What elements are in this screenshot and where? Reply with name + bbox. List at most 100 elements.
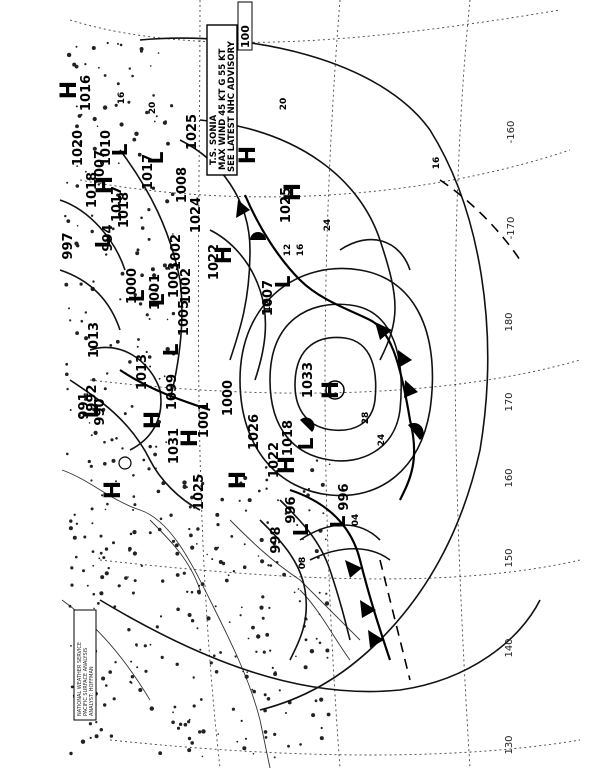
pressure-label: 1018: [85, 172, 100, 208]
station-dot: [148, 531, 152, 535]
station-dot: [76, 244, 80, 248]
station-dot: [152, 94, 155, 97]
longitude-label: -160: [506, 121, 517, 144]
station-dot: [70, 583, 74, 587]
advisory-line-3: SEE LATEST NHC ADVISORY: [227, 40, 237, 172]
station-dot: [116, 82, 120, 86]
station-dot: [133, 579, 137, 583]
station-dot: [215, 512, 220, 517]
station-dot: [217, 546, 220, 549]
station-dot: [155, 115, 158, 118]
station-dot: [76, 165, 79, 168]
station-dot: [314, 549, 319, 554]
advisory-pressure: 100: [239, 25, 252, 48]
high-pressure-symbol: H: [275, 456, 300, 474]
station-dot: [75, 45, 78, 48]
station-dot: [247, 637, 250, 640]
pressure-label: 1018: [281, 420, 296, 456]
station-dot: [98, 557, 101, 560]
station-dot: [64, 214, 67, 218]
station-dot: [244, 509, 248, 512]
station-dot: [75, 184, 80, 188]
station-dot: [324, 601, 330, 606]
station-dot: [101, 407, 106, 412]
station-dot: [166, 318, 169, 321]
station-dot: [268, 606, 271, 610]
info-line-1: NATIONAL WEATHER SERVICE: [77, 642, 83, 716]
contour-label: 16: [117, 92, 127, 105]
station-dot: [132, 551, 137, 556]
station-dot: [170, 104, 174, 108]
station-dot: [257, 489, 261, 493]
station-dot: [201, 755, 204, 758]
station-dot: [315, 637, 318, 640]
station-dot: [138, 688, 143, 692]
contour-label: 20: [148, 102, 158, 115]
station-dot: [103, 703, 107, 707]
station-dot: [130, 405, 134, 408]
station-dot: [264, 466, 268, 469]
station-dot: [103, 440, 106, 444]
station-dot: [259, 537, 264, 543]
station-dot: [230, 484, 234, 488]
low-pressure-symbol: L: [289, 523, 313, 536]
station-dot: [120, 193, 124, 196]
station-dot: [101, 676, 106, 681]
station-dot: [93, 607, 95, 610]
contour-label: 12: [263, 300, 273, 313]
station-dot: [104, 571, 109, 576]
pressure-label: 1026: [247, 414, 262, 450]
station-dot: [217, 733, 219, 735]
station-dot: [265, 478, 269, 482]
station-dot: [262, 650, 266, 654]
station-dot: [201, 729, 206, 734]
station-dot: [261, 616, 265, 620]
station-dot: [99, 728, 104, 732]
station-dot: [273, 672, 278, 676]
high-pressure-symbol: H: [236, 146, 261, 164]
station-dot: [234, 655, 237, 658]
station-dot: [102, 105, 108, 110]
tropical-storm-advisory: T.S. SONIA MAX WIND 45 KT G 55 KT SEE LA…: [206, 1, 253, 176]
station-dot: [242, 670, 244, 673]
station-dot: [104, 547, 109, 551]
station-dot: [83, 393, 87, 396]
station-dot: [232, 570, 236, 573]
station-dot: [166, 141, 170, 146]
station-dot: [88, 88, 91, 92]
cold-front-barbs: [236, 200, 418, 648]
high-pressure-symbol: H: [319, 381, 344, 399]
station-dot: [187, 720, 191, 724]
station-dot: [297, 588, 300, 590]
station-dot: [200, 582, 205, 586]
station-dot: [231, 707, 235, 711]
pressure-label: 990: [93, 398, 108, 425]
station-dot: [108, 670, 112, 674]
station-dot: [162, 263, 167, 268]
station-dot: [198, 584, 201, 587]
station-dot: [161, 579, 165, 583]
station-dot: [172, 711, 175, 714]
station-dot: [90, 479, 93, 482]
pressure-label: 1013: [87, 322, 102, 358]
station-dot: [320, 482, 325, 487]
station-dot: [75, 105, 78, 108]
station-dot: [282, 572, 286, 577]
station-dot: [82, 569, 85, 573]
station-dot: [135, 644, 138, 647]
margin: [0, 0, 60, 768]
station-dot: [140, 273, 144, 278]
station-dot: [192, 676, 195, 679]
station-dot: [158, 377, 161, 380]
station-dot: [84, 397, 87, 401]
station-dot: [65, 372, 69, 377]
graticule: [69, 0, 581, 768]
station-dot: [117, 201, 121, 205]
station-dot: [230, 535, 234, 538]
low-pressure-symbol: L: [125, 289, 149, 302]
station-dot: [213, 654, 216, 657]
station-dot: [70, 566, 74, 570]
station-dot: [155, 625, 159, 629]
station-dot: [156, 489, 161, 494]
station-dot: [242, 565, 247, 569]
